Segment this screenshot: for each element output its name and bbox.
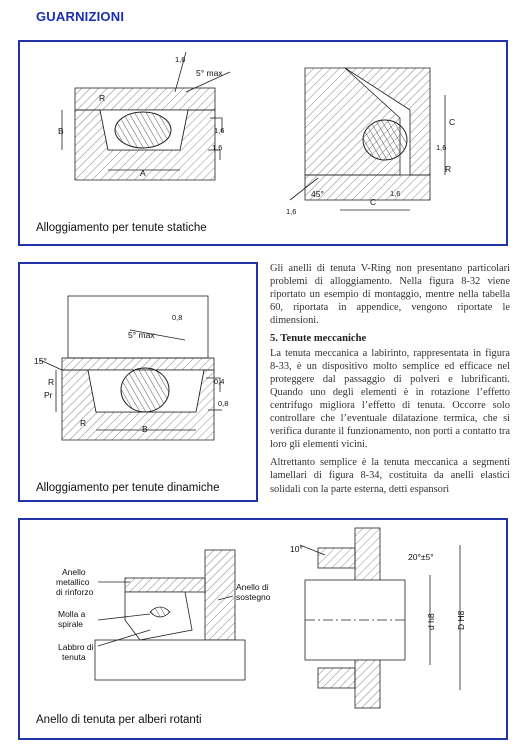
label-labbro-1: Labbro di	[58, 642, 94, 652]
label-roughness-5: 1,6	[286, 207, 296, 216]
label-angle-45: 45°	[311, 189, 324, 199]
label-angle-5-max-dynamic: 5° max	[128, 330, 155, 340]
label-D-H8: D H8	[456, 610, 466, 630]
label-labbro-2: tenuta	[62, 652, 86, 662]
label-a-static: A	[140, 168, 146, 178]
label-roughness-2: 1,6	[214, 126, 224, 135]
label-c-vertical: C	[449, 117, 455, 127]
shaft-seal-drawing	[94, 549, 246, 681]
label-r-dynamic-1: R	[48, 377, 54, 387]
caption-shaft: Anello di tenuta per alberi rotanti	[36, 714, 202, 726]
label-r-dynamic-2: R	[80, 418, 86, 428]
label-c-horizontal: C	[370, 197, 376, 207]
label-molla-2: spirale	[58, 619, 83, 629]
label-b-dynamic: B	[142, 424, 148, 434]
label-angle-5-max: 5° max	[196, 68, 223, 78]
section-heading: 5. Tenute meccaniche	[270, 333, 367, 345]
label-roughness-08-b: 0,8	[218, 399, 228, 408]
label-roughness-4: 1,6	[436, 143, 446, 152]
paragraph-segmenti: Altrettanto semplice è la tenuta meccani…	[270, 457, 510, 495]
label-roughness-6: 1,6	[390, 189, 400, 198]
label-angle-15: 15°	[34, 356, 47, 366]
corner-groove-drawing	[289, 67, 446, 211]
label-anello-sostegno-2: sostegno	[236, 592, 271, 602]
caption-static: Alloggiamento per tenute statiche	[36, 222, 207, 234]
label-roughness-3: 1,6	[212, 143, 222, 152]
label-angle-20: 20°±5°	[408, 552, 434, 562]
label-anello-metallico-3: di rinforzo	[56, 587, 94, 597]
label-d-h8: d h8	[426, 613, 436, 630]
label-r-static: R	[99, 93, 105, 103]
label-pr: Pr	[44, 390, 53, 400]
page-title: GUARNIZIONI	[36, 9, 125, 24]
label-roughness-08-a: 0,8	[172, 313, 182, 322]
dynamic-groove-drawing	[39, 295, 222, 441]
label-molla-1: Molla a	[58, 609, 86, 619]
text-column: Gli anelli di tenuta V-Ring non presenta…	[270, 262, 510, 501]
label-r-corner: R	[445, 164, 451, 174]
label-anello-sostegno-1: Anello di	[236, 582, 269, 592]
label-b-static: B	[58, 126, 64, 136]
caption-dynamic: Alloggiamento per tenute dinamiche	[36, 482, 220, 494]
label-anello-metallico-2: metallico	[56, 577, 90, 587]
static-groove-drawing	[61, 51, 231, 181]
shaft-assembly-drawing	[299, 527, 461, 709]
label-angle-10: 10°	[290, 544, 303, 554]
label-roughness-04: 0,4	[214, 377, 224, 386]
label-anello-metallico-1: Anello	[62, 567, 86, 577]
figure-panel-shaft	[18, 518, 508, 740]
label-roughness-1: 1,6	[175, 55, 185, 64]
paragraph-labirinto: La tenuta meccanica a labirinto, rappres…	[270, 347, 510, 451]
paragraph-v-ring: Gli anelli di tenuta V-Ring non presenta…	[270, 263, 510, 327]
